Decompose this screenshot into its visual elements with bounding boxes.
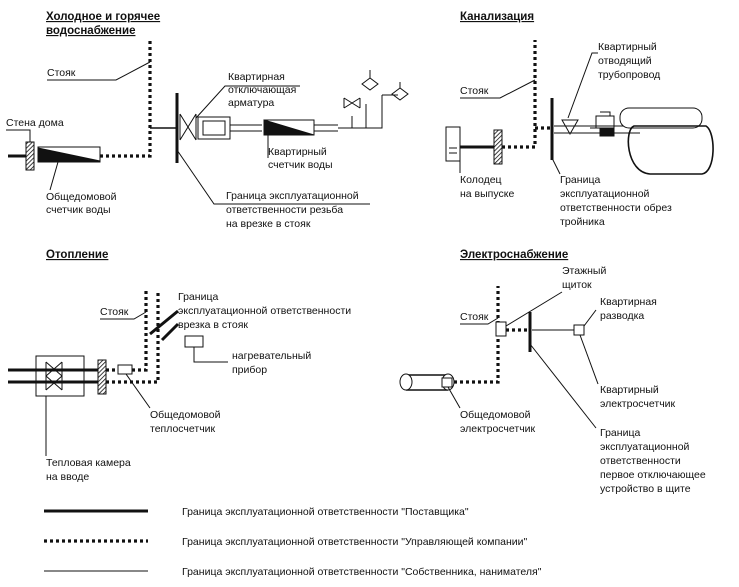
heating-boundary-label-2: эксплуатационной ответственности [178,305,351,317]
water-title-line2: водоснабжение [46,25,135,37]
heat-chamber [35,355,85,397]
sewage-sink-icon [561,119,579,136]
heating-section: Отопление Стояк Граница эксплуатационной… [8,249,351,483]
floor-panel-label-1: Этажный [562,265,606,277]
power-common-meter-label-1: Общедомовой [460,409,531,421]
heat-meter-label-1: Общедомовой [150,409,221,421]
water-common-meter-label-2: счетчик воды [46,204,111,216]
sewage-boundary-label-4: тройника [560,216,605,228]
power-wiring-label-2: разводка [600,310,644,322]
power-apartment-meter [573,324,585,336]
water-management-pipe [100,38,152,158]
sewage-riser-label: Стояк [460,85,489,97]
power-wiring-label-1: Квартирная [600,296,657,308]
water-tap-valve [343,97,361,109]
power-riser-label: Стояк [460,311,489,323]
power-apt-meter-label-2: электросчетчик [600,398,676,410]
sewage-boundary-label-3: ответственности обрез [560,202,672,214]
heating-boundary-marks [149,309,180,342]
water-shutoff-label-3: арматура [228,97,274,109]
legend-management-label: Граница эксплуатационной ответственности… [182,536,528,548]
water-supply-section: Холодное и горячее водоснабжение Стояк С [6,11,409,230]
sewage-pipe-label-2: отводящий [598,55,652,67]
heat-meter [117,364,133,375]
heater-label-2: прибор [232,364,267,376]
sewage-wall [493,129,503,165]
water-shutoff-label-1: Квартирная [228,71,285,83]
heating-boundary-label-1: Граница [178,291,218,303]
power-boundary-label-4: первое отключающее [600,469,706,481]
sewage-management-riser [502,40,537,149]
power-management-line [454,286,500,384]
sewage-section: Канализация Стояк Квартирный отводящий т… [445,11,714,228]
sewage-boundary-label-2: эксплуатационной [560,188,650,200]
legend-owner-label: Граница эксплуатационной ответственности… [182,566,542,578]
water-shutoff-label-2: отключающая [228,84,296,96]
power-common-meter [441,377,453,388]
sewage-bath-rim [619,107,703,129]
heat-chamber-valve-1 [45,361,63,377]
sewage-title: Канализация [460,11,534,23]
water-shutoff-valve [179,113,197,141]
heat-meter-label-2: теплосчетчик [150,423,216,435]
floor-panel [495,321,507,337]
heating-wall [97,359,107,395]
sewage-well [445,126,461,162]
water-riser-label: Стояк [47,67,76,79]
heater-label-1: нагревательный [232,350,311,362]
water-common-meter-label-1: Общедомовой [46,191,117,203]
water-common-meter-fill [37,147,101,162]
heating-riser-label: Стояк [100,306,129,318]
sewage-pipe-label-3: трубопровод [598,69,660,81]
power-boundary-label-1: Граница [600,427,640,439]
sewage-bath-icon [627,125,714,175]
water-apt-meter-label-1: Квартирный [268,146,327,158]
power-apt-meter-label-1: Квартирный [600,384,659,396]
water-boundary-label-1: Граница эксплуатационной [226,190,359,202]
heater-icon [184,335,204,348]
power-boundary-label-2: эксплуатационной [600,441,690,453]
house-wall-label: Стена дома [6,117,64,129]
heat-chamber-valve-2 [45,375,63,391]
power-section: Электроснабжение Этажный щиток Стояк Ква… [399,249,706,495]
heat-chamber-label-1: Тепловая камера [46,457,131,469]
water-fixtures [361,77,409,101]
sewage-boundary-label-1: Граница [560,174,600,186]
water-apt-meter-label-2: счетчик воды [268,159,333,171]
legend: Граница эксплуатационной ответственности… [44,506,542,578]
heating-management-pipes [106,290,160,384]
power-boundary-label-3: ответственности [600,455,681,467]
water-boundary-label-3: на врезке в стояк [226,218,311,230]
floor-panel-label-2: щиток [562,279,592,291]
legend-supplier-label: Граница эксплуатационной ответственности… [182,506,469,518]
power-title: Электроснабжение [460,249,568,261]
power-common-meter-label-2: электросчетчик [460,423,536,435]
water-owner-pipes [338,94,398,129]
power-cable [406,374,448,391]
heating-boundary-label-3: врезка в стояк [178,319,248,331]
heating-title: Отопление [46,249,108,261]
water-title-line1: Холодное и горячее [46,11,160,23]
sewage-pipe-label-1: Квартирный [598,41,657,53]
house-wall [25,141,35,171]
water-boundary-label-2: ответственности резьба [226,204,343,216]
heat-chamber-label-2: на вводе [46,471,89,483]
sewage-well-label-2: на выпуске [460,188,514,200]
power-boundary-label-5: устройство в щите [600,483,691,495]
sewage-well-label-1: Колодец [460,174,502,186]
